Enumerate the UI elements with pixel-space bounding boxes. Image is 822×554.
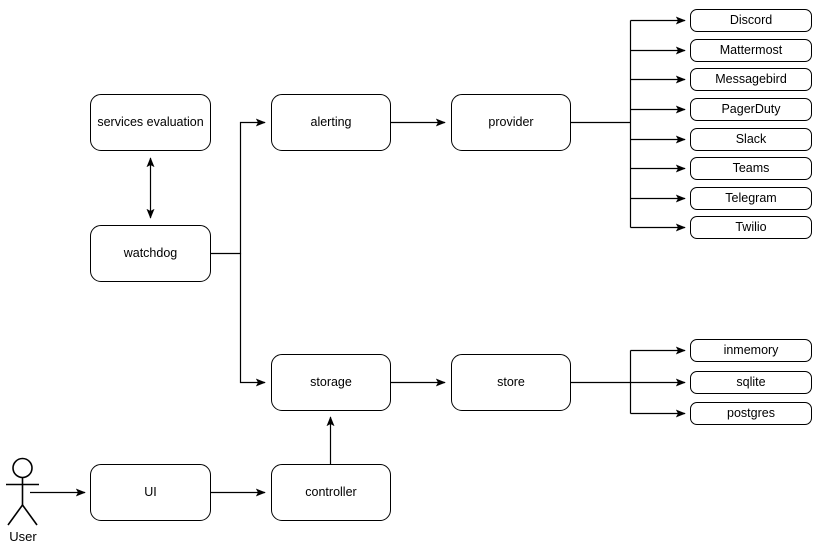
node-provider-teams[interactable]: Teams <box>690 157 812 180</box>
node-provider-discord[interactable]: Discord <box>690 9 812 32</box>
node-controller-label: controller <box>305 485 357 500</box>
node-store-label: store <box>497 375 525 390</box>
node-provider-mattermost-label: Mattermost <box>719 43 783 58</box>
node-store-inmemory[interactable]: inmemory <box>690 339 812 362</box>
user-actor-label: User <box>9 529 37 544</box>
node-provider-messagebird-label: Messagebird <box>715 72 787 87</box>
node-store-postgres[interactable]: postgres <box>690 402 812 425</box>
user-stick-figure <box>6 457 39 526</box>
node-provider-pagerduty-label: PagerDuty <box>721 102 781 117</box>
node-ui[interactable]: UI <box>90 464 211 521</box>
node-provider-slack-label: Slack <box>735 132 767 147</box>
node-provider-telegram[interactable]: Telegram <box>690 187 812 210</box>
node-ui-label: UI <box>144 485 157 500</box>
node-store-sqlite-label: sqlite <box>736 375 766 390</box>
node-provider-discord-label: Discord <box>729 13 773 28</box>
node-storage-label: storage <box>310 375 352 390</box>
node-watchdog[interactable]: watchdog <box>90 225 211 282</box>
node-store-inmemory-label: inmemory <box>723 343 779 358</box>
node-storage[interactable]: storage <box>271 354 391 411</box>
node-store[interactable]: store <box>451 354 571 411</box>
node-provider-mattermost[interactable]: Mattermost <box>690 39 812 62</box>
node-provider[interactable]: provider <box>451 94 571 151</box>
node-alerting[interactable]: alerting <box>271 94 391 151</box>
node-services-evaluation-label: services evaluation <box>97 115 204 130</box>
node-provider-twilio[interactable]: Twilio <box>690 216 812 239</box>
node-controller[interactable]: controller <box>271 464 391 521</box>
node-provider-messagebird[interactable]: Messagebird <box>690 68 812 91</box>
node-store-sqlite[interactable]: sqlite <box>690 371 812 394</box>
node-provider-telegram-label: Telegram <box>725 191 777 206</box>
node-services-evaluation[interactable]: services evaluation <box>90 94 211 151</box>
node-watchdog-label: watchdog <box>123 246 178 261</box>
node-alerting-label: alerting <box>310 115 352 130</box>
node-provider-pagerduty[interactable]: PagerDuty <box>690 98 812 121</box>
node-provider-slack[interactable]: Slack <box>690 128 812 151</box>
node-provider-teams-label: Teams <box>732 161 770 176</box>
node-provider-twilio-label: Twilio <box>735 220 767 235</box>
node-provider-label: provider <box>488 115 534 130</box>
node-store-postgres-label: postgres <box>727 406 775 421</box>
edge-watchdog-split <box>210 118 266 255</box>
edge-watchdog-to-storage <box>239 253 266 387</box>
